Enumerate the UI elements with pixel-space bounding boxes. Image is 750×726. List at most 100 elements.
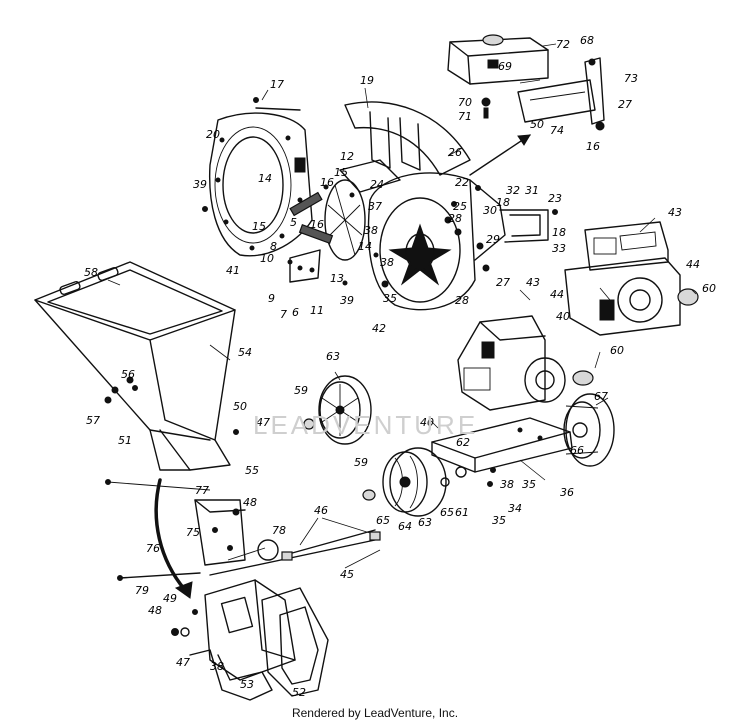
callout-27: 27 [618, 98, 632, 111]
callout-60b: 60 [610, 344, 624, 357]
callout-40: 40 [556, 310, 570, 323]
discharge-housing [171, 579, 329, 701]
callout-47b: 47 [176, 656, 190, 669]
wheel-left-upper [303, 375, 372, 445]
callout-72: 72 [556, 38, 570, 51]
callout-18: 18 [496, 196, 510, 209]
callout-26: 26 [448, 146, 462, 159]
callout-39: 39 [193, 178, 207, 191]
fuel-tank [447, 34, 549, 85]
callout-59b: 59 [354, 456, 368, 469]
impeller [289, 179, 366, 283]
callout-47: 47 [256, 416, 270, 429]
callout-65: 65 [376, 514, 390, 527]
callout-44b: 44 [550, 288, 564, 301]
callout-54: 54 [238, 346, 252, 359]
callout-39b: 39 [340, 294, 354, 307]
callout-51: 51 [118, 434, 132, 447]
callout-37: 37 [368, 200, 382, 213]
callout-60: 60 [702, 282, 716, 295]
callout-19: 19 [360, 74, 374, 87]
callout-38b: 38 [380, 256, 394, 269]
callout-38d: 38 [210, 660, 224, 673]
callout-33: 33 [552, 242, 566, 255]
callout-43: 43 [668, 206, 682, 219]
bolt-79 [117, 572, 201, 581]
callout-41: 41 [226, 264, 240, 277]
callout-29: 29 [486, 233, 500, 246]
callout-9: 9 [268, 292, 275, 305]
callout-46: 46 [314, 504, 328, 517]
callout-31: 31 [525, 184, 539, 197]
callout-20: 20 [206, 128, 220, 141]
arrow-head-long [174, 581, 193, 599]
callout-67: 67 [594, 390, 608, 403]
callout-61: 61 [455, 506, 469, 519]
engine-large [564, 221, 699, 336]
callout-65b: 65 [440, 506, 454, 519]
hopper [34, 261, 236, 491]
callout-42: 42 [372, 322, 386, 335]
engine-middle [457, 315, 594, 411]
callout-12: 12 [340, 150, 354, 163]
tank-bracket [481, 57, 605, 131]
callout-30: 30 [483, 204, 497, 217]
callout-16: 16 [586, 140, 600, 153]
callout-48b: 48 [148, 604, 162, 617]
callout-17: 17 [270, 78, 284, 91]
callout-55: 55 [245, 464, 259, 477]
callout-34: 34 [508, 502, 522, 515]
callout-79: 79 [135, 584, 149, 597]
callout-35: 35 [383, 292, 397, 305]
callout-38: 38 [364, 224, 378, 237]
blower-housing-right [367, 172, 549, 311]
callout-25: 25 [453, 200, 467, 213]
hardware [104, 97, 558, 487]
assembly-arrow-long [154, 478, 187, 592]
callout-59: 59 [294, 384, 308, 397]
callout-35b: 35 [522, 478, 536, 491]
wheel-right-upper [563, 393, 615, 467]
callout-66: 66 [570, 444, 584, 457]
callout-73: 73 [624, 72, 638, 85]
callout-48: 48 [243, 496, 257, 509]
callout-36: 36 [560, 486, 574, 499]
frame-plate [431, 417, 573, 473]
callout-44: 44 [686, 258, 700, 271]
callout-16c: 16 [310, 218, 324, 231]
callout-68: 68 [580, 34, 594, 47]
callout-58: 58 [84, 266, 98, 279]
callouts: 72 68 69 73 70 71 27 50 74 16 17 19 20 2… [84, 34, 716, 699]
callout-50: 50 [530, 118, 544, 131]
callout-15: 15 [334, 166, 348, 179]
callout-74: 74 [550, 124, 564, 137]
callout-38c: 38 [500, 478, 514, 491]
callout-7: 7 [280, 308, 287, 321]
arrow-head [517, 134, 531, 146]
callout-76: 76 [146, 542, 160, 555]
handle-rod [209, 529, 381, 576]
callout-6: 6 [292, 306, 299, 319]
callout-70: 70 [458, 96, 472, 109]
callout-32: 32 [506, 184, 520, 197]
callout-16b: 16 [320, 176, 334, 189]
callout-45: 45 [340, 568, 354, 581]
callout-77: 77 [195, 484, 209, 497]
callout-28: 28 [448, 212, 462, 225]
assembly-arrow [469, 134, 531, 176]
callout-63: 63 [326, 350, 340, 363]
callout-52: 52 [292, 686, 306, 699]
callout-8: 8 [270, 240, 277, 253]
callout-35c: 35 [492, 514, 506, 527]
callout-53: 53 [240, 678, 254, 691]
callout-49: 49 [163, 592, 177, 605]
callout-14: 14 [258, 172, 272, 185]
chute-bracket [194, 499, 246, 566]
callout-64: 64 [398, 520, 412, 533]
callout-11: 11 [310, 304, 324, 317]
callout-50b: 50 [233, 400, 247, 413]
footer-credit: Rendered by LeadVenture, Inc. [291, 706, 459, 720]
blower-cover [339, 101, 471, 193]
watermark: LEADVENTURE [253, 410, 479, 440]
